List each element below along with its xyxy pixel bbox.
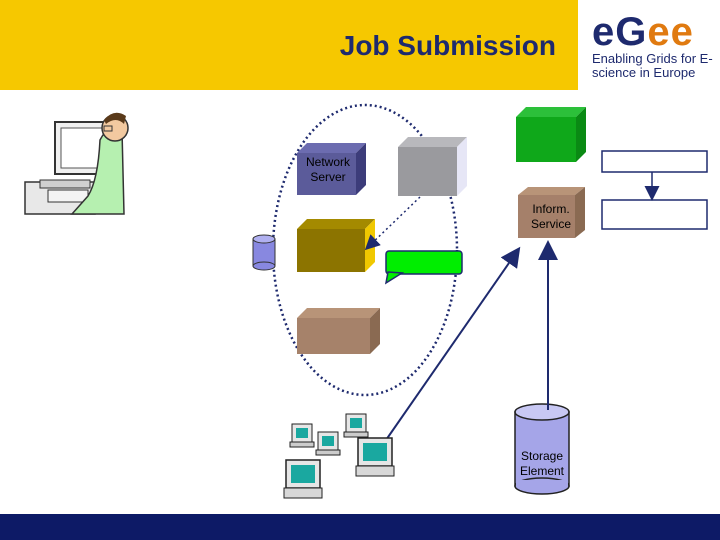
user-workstation-illustration [24,112,129,215]
logo-word-part2: ee [647,10,694,54]
storage-element-label: Storage Element [513,449,571,479]
workstation-2 [315,431,341,456]
inform-service-label-line2: Service [530,217,571,231]
network-server-label-line2: Server [310,170,346,184]
outline-box-bottom [601,199,708,230]
logo-tagline: Enabling Grids for E-science in Europe [592,51,713,80]
logo-word-part1: eG [592,10,648,54]
footer-bar [0,514,720,540]
green-callout [384,250,463,285]
inform-service-box [518,187,585,238]
job-submission-diagram [24,103,708,499]
logo-area [578,0,720,90]
storage-element-label-line2: Element [519,464,565,478]
header-banner [0,0,578,90]
network-server-box [297,143,366,195]
workstation-4 [283,459,323,499]
workstation-5 [355,437,395,477]
inform-service-label: Inform. Service [518,202,584,232]
computing-cluster-illustration [283,413,395,499]
small-database-icon [252,234,276,271]
workstation-3 [343,413,369,438]
inform-service-label-line1: Inform. [532,202,570,216]
storage-element-label-line1: Storage [520,449,564,463]
egee-logo: eGee [592,12,694,52]
network-server-label-line1: Network [305,155,350,169]
computing-to-inform-arrow [385,246,521,441]
gray-box [398,137,467,196]
olive-box [297,219,375,272]
storage-element-cylinder [514,403,570,495]
page-title: Job Submission [339,30,556,61]
green-box [516,107,586,162]
outline-box-top [601,150,708,173]
tan-box [297,308,380,354]
workstation-1 [289,423,315,448]
dotted-arrow [364,196,421,251]
network-server-label: Network Server [297,155,359,185]
